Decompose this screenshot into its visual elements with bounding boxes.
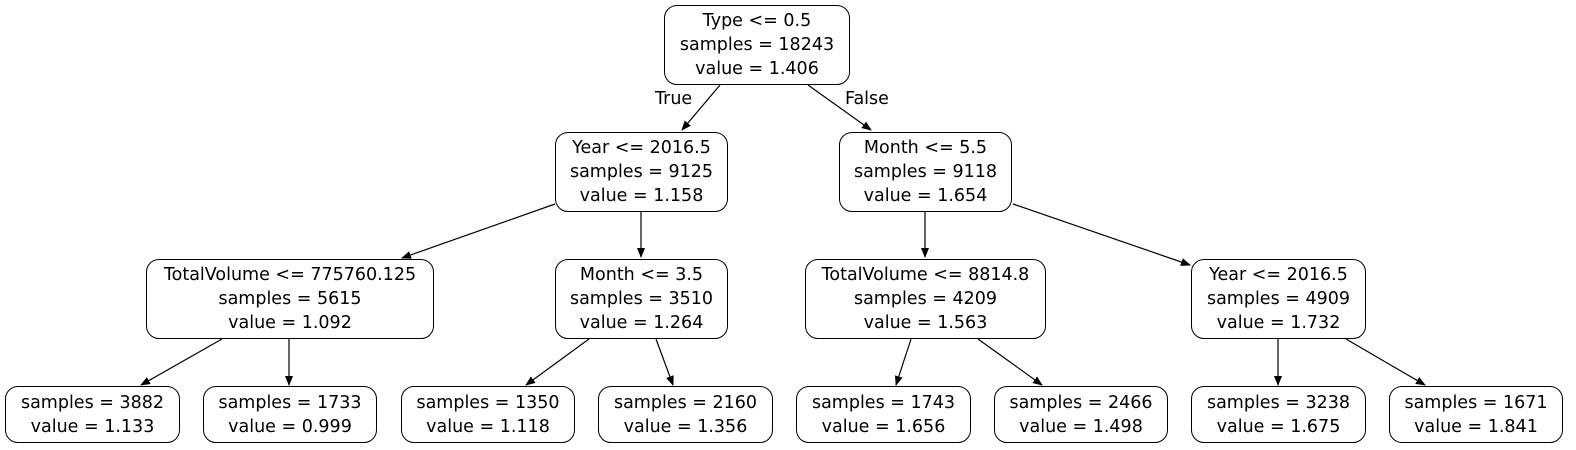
leaf-value: value = 1.356 bbox=[623, 416, 748, 437]
leaf-samples: samples = 2466 bbox=[1009, 392, 1153, 413]
leaf-value: value = 0.999 bbox=[228, 416, 352, 437]
tree-leaf-lrl: samples = 1350 value = 1.118 bbox=[401, 386, 575, 443]
node-split: TotalVolume <= 775760.125 bbox=[163, 265, 417, 285]
leaf-samples: samples = 3882 bbox=[20, 392, 165, 413]
node-samples: samples = 18243 bbox=[679, 35, 835, 55]
leaf-value: value = 1.498 bbox=[1019, 416, 1143, 437]
node-samples: samples = 4909 bbox=[1206, 289, 1351, 309]
node-split: Month <= 3.5 bbox=[579, 265, 704, 285]
leaf-value: value = 1.675 bbox=[1216, 416, 1341, 437]
leaf-samples: samples = 2160 bbox=[613, 392, 758, 413]
edge-r-rr bbox=[1012, 203, 1191, 266]
edge-ll-lll bbox=[140, 338, 223, 386]
tree-node-ll: TotalVolume <= 775760.125 samples = 5615… bbox=[146, 259, 434, 339]
tree-node-r: Month <= 5.5 samples = 9118 value = 1.65… bbox=[839, 132, 1012, 212]
node-samples: samples = 9118 bbox=[853, 162, 998, 182]
tree-node-root: Type <= 0.5 samples = 18243 value = 1.40… bbox=[664, 5, 850, 85]
edge-label-true: True bbox=[655, 89, 693, 109]
edge-rl-rlr bbox=[977, 338, 1043, 386]
node-value: value = 1.092 bbox=[228, 313, 352, 333]
tree-leaf-rrl: samples = 3238 value = 1.675 bbox=[1191, 386, 1366, 443]
tree-leaf-rrr: samples = 1671 value = 1.841 bbox=[1389, 386, 1563, 443]
leaf-value: value = 1.841 bbox=[1414, 416, 1538, 437]
edge-lr-lrl bbox=[525, 338, 590, 386]
tree-leaf-rll: samples = 1743 value = 1.656 bbox=[796, 386, 971, 443]
node-samples: samples = 9125 bbox=[569, 162, 714, 182]
edge-root-l bbox=[681, 84, 721, 131]
tree-leaf-lrr: samples = 2160 value = 1.356 bbox=[598, 386, 773, 443]
edge-label-false: False bbox=[845, 89, 889, 109]
edge-lr-lrr bbox=[655, 338, 674, 386]
node-value: value = 1.563 bbox=[863, 313, 988, 333]
node-split: TotalVolume <= 8814.8 bbox=[821, 265, 1030, 285]
tree-node-lr: Month <= 3.5 samples = 3510 value = 1.26… bbox=[555, 259, 728, 339]
edge-root-r bbox=[807, 84, 872, 131]
node-split: Year <= 2016.5 bbox=[572, 138, 711, 158]
tree-leaf-lll: samples = 3882 value = 1.133 bbox=[5, 386, 180, 443]
node-value: value = 1.732 bbox=[1216, 313, 1341, 333]
leaf-samples: samples = 1743 bbox=[811, 392, 956, 413]
leaf-samples: samples = 3238 bbox=[1206, 392, 1351, 413]
tree-node-rr: Year <= 2016.5 samples = 4909 value = 1.… bbox=[1191, 259, 1366, 339]
node-split: Month <= 5.5 bbox=[863, 138, 988, 158]
node-split: Year <= 2016.5 bbox=[1209, 265, 1348, 285]
leaf-samples: samples = 1671 bbox=[1404, 392, 1548, 413]
edge-rr-rrr bbox=[1345, 338, 1426, 386]
leaf-samples: samples = 1733 bbox=[218, 392, 362, 413]
tree-leaf-rlr: samples = 2466 value = 1.498 bbox=[994, 386, 1168, 443]
node-samples: samples = 4209 bbox=[853, 289, 998, 309]
node-split: Type <= 0.5 bbox=[702, 11, 812, 31]
edge-l-ll bbox=[401, 203, 556, 259]
node-value: value = 1.158 bbox=[579, 186, 704, 206]
node-value: value = 1.406 bbox=[695, 59, 819, 79]
leaf-value: value = 1.656 bbox=[821, 416, 946, 437]
leaf-value: value = 1.118 bbox=[426, 416, 550, 437]
node-value: value = 1.264 bbox=[579, 313, 704, 333]
node-samples: samples = 3510 bbox=[569, 289, 714, 309]
tree-node-rl: TotalVolume <= 8814.8 samples = 4209 val… bbox=[805, 259, 1046, 339]
node-value: value = 1.654 bbox=[863, 186, 988, 206]
tree-node-l: Year <= 2016.5 samples = 9125 value = 1.… bbox=[555, 132, 728, 212]
leaf-samples: samples = 1350 bbox=[416, 392, 560, 413]
leaf-value: value = 1.133 bbox=[30, 416, 155, 437]
tree-leaf-llr: samples = 1733 value = 0.999 bbox=[203, 386, 377, 443]
edge-rl-rll bbox=[894, 338, 912, 386]
node-samples: samples = 5615 bbox=[218, 289, 362, 309]
